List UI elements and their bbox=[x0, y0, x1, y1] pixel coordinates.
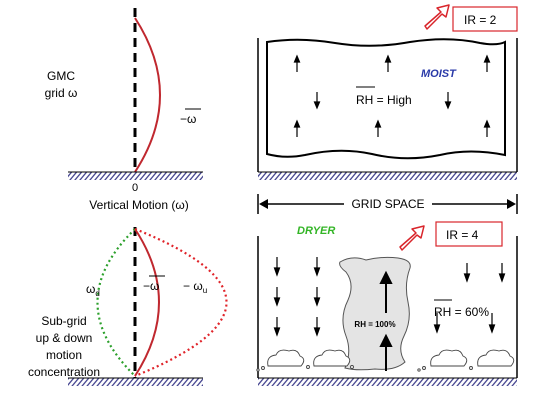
up-arrow-icon bbox=[374, 119, 382, 137]
right-top-panel: IR = 2 MOIST RH = High bbox=[257, 4, 518, 180]
grid-space-right-arrowhead bbox=[507, 199, 516, 209]
grid-space-left-arrowhead bbox=[259, 199, 268, 209]
omega-u-label: − ωu bbox=[183, 279, 207, 295]
ground-hatch-left-top bbox=[68, 172, 203, 180]
moist-arrows bbox=[293, 54, 491, 137]
small-cloud-icon bbox=[313, 349, 351, 367]
vertical-motion-caption: Vertical Motion (ω) bbox=[89, 198, 188, 212]
up-arrow-icon bbox=[384, 54, 392, 72]
down-arrow-icon bbox=[313, 257, 321, 277]
convective-cloud bbox=[339, 256, 411, 371]
rh-high-label: RH = High bbox=[356, 93, 412, 107]
ir-label-top: IR = 2 bbox=[464, 13, 497, 27]
down-arrow-icon bbox=[273, 317, 281, 337]
up-arrow-icon bbox=[483, 54, 491, 72]
subgrid-caption-line-2: up & down bbox=[36, 331, 93, 345]
ground-hatch-right-bottom bbox=[258, 378, 517, 386]
ir-label-bottom: IR = 4 bbox=[446, 228, 479, 242]
small-clouds bbox=[256, 349, 515, 372]
down-arrow-icon bbox=[313, 287, 321, 307]
gmc-label: GMC bbox=[47, 69, 75, 83]
thick-up-arrow-icon bbox=[379, 270, 393, 313]
small-cloud-icon bbox=[477, 349, 515, 367]
ir-box-bottom bbox=[435, 221, 503, 247]
grid-space-indicator: GRID SPACE bbox=[257, 194, 518, 214]
moist-layer-box bbox=[266, 38, 506, 160]
left-top-panel: GMC grid ω −ω 0 Vertical Motion (ω) bbox=[45, 8, 203, 212]
down-arrow-icon bbox=[313, 317, 321, 337]
down-arrow-icon bbox=[488, 313, 496, 334]
subgrid-caption-line-3: motion bbox=[46, 348, 82, 362]
down-arrow-icon bbox=[273, 257, 281, 277]
down-arrow-icon bbox=[273, 287, 281, 307]
dryer-label: DRYER bbox=[297, 225, 335, 237]
mean-omega-profile-curve-bottom bbox=[134, 228, 160, 377]
omega-d-profile-curve bbox=[96, 228, 136, 377]
grid-space-label: GRID SPACE bbox=[351, 197, 424, 211]
ground-hatch-left-bottom bbox=[68, 378, 203, 386]
thick-up-arrow-icon bbox=[379, 333, 393, 371]
mean-omega-label-bottom: −ω bbox=[143, 279, 159, 293]
ir-box-top bbox=[452, 6, 518, 32]
ir-arrow-icon-bottom bbox=[399, 225, 425, 251]
up-arrow-icon bbox=[293, 54, 301, 72]
rh-100-label: RH = 100% bbox=[354, 320, 395, 329]
small-cloud-icon bbox=[430, 349, 468, 367]
ground-hatch-right-top bbox=[258, 172, 517, 180]
grid-omega-label: grid ω bbox=[45, 86, 78, 100]
up-arrow-icon bbox=[483, 119, 491, 137]
subgrid-caption-line-4: concentration bbox=[28, 365, 100, 379]
down-arrow-icon bbox=[498, 263, 506, 283]
zero-tick-label: 0 bbox=[132, 182, 138, 194]
small-cloud-icon bbox=[267, 349, 305, 367]
down-arrow-icon bbox=[463, 263, 471, 283]
moist-label: MOIST bbox=[421, 68, 457, 80]
omega-d-label: ωd bbox=[86, 282, 100, 298]
ir-arrow-icon-top bbox=[424, 4, 450, 30]
down-arrow-icon bbox=[313, 92, 321, 110]
right-bottom-panel: DRYER IR = 4 RH = 100% RH = 60% bbox=[256, 221, 518, 386]
mean-omega-profile-curve bbox=[134, 17, 161, 173]
down-arrow-icon bbox=[433, 313, 441, 334]
down-arrow-icon bbox=[444, 92, 452, 110]
rh-60-label: RH = 60% bbox=[434, 305, 489, 319]
subgrid-caption-line-1: Sub-grid bbox=[41, 314, 86, 328]
cloud-updraft-arrows bbox=[379, 270, 393, 371]
left-bottom-panel: ωd −ω − ωu Sub-grid up & down motion con… bbox=[28, 227, 228, 386]
omega-u-profile-curve bbox=[134, 227, 228, 378]
mean-omega-label: −ω bbox=[180, 112, 196, 126]
subsidence-arrows bbox=[273, 257, 506, 337]
up-arrow-icon bbox=[293, 119, 301, 137]
